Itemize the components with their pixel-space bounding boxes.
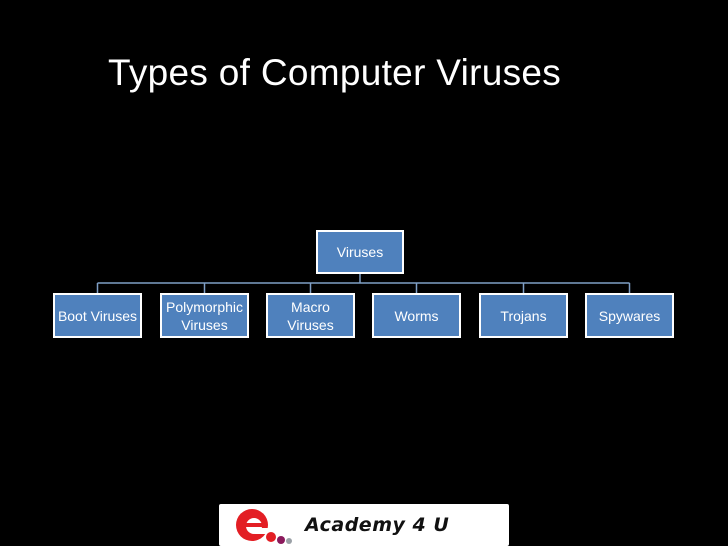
- academy-logo: Academy 4 U: [219, 504, 509, 546]
- node-trojans: Trojans: [479, 293, 568, 338]
- node-worms: Worms: [372, 293, 461, 338]
- node-spywares: Spywares: [585, 293, 674, 338]
- node-macro-viruses: Macro Viruses: [266, 293, 355, 338]
- logo-text: Academy 4 U: [305, 514, 450, 536]
- node-viruses: Viruses: [316, 230, 404, 274]
- logo-e-icon: [236, 509, 292, 544]
- node-polymorphic-viruses: Polymorphic Viruses: [160, 293, 249, 338]
- node-boot-viruses: Boot Viruses: [53, 293, 142, 338]
- slide-title: Types of Computer Viruses: [108, 52, 562, 93]
